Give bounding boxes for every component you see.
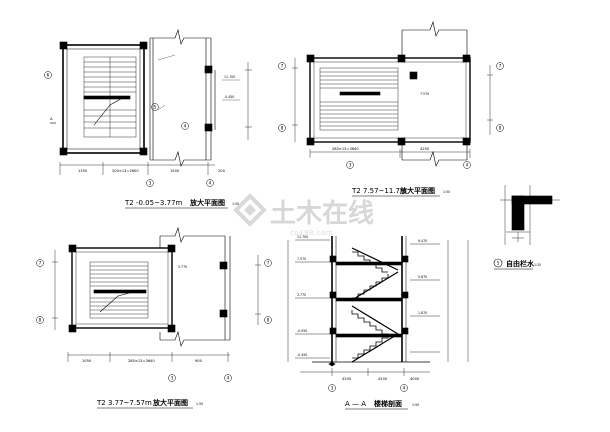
watermark: 土木在线 co188.com bbox=[233, 193, 374, 237]
plan-scale: 1:50 bbox=[196, 402, 203, 406]
plan-title: T2 3.77~7.57m bbox=[96, 399, 152, 407]
plan-top-right-labels: 7 8 7 8 3 4 280×13=3640 4200 7.570 T2 7.… bbox=[278, 62, 504, 197]
detail-title: 自由栏水 bbox=[506, 259, 535, 268]
watermark-text: 土木在线 bbox=[270, 199, 374, 229]
plan-title: T2 7.57~11.7m bbox=[351, 187, 407, 195]
elevation-text: 5.670 bbox=[418, 275, 427, 279]
dimension-text: 280×13=3640 bbox=[332, 147, 359, 151]
elevation-text: 3.770 bbox=[297, 293, 306, 297]
dimension-text: 1500 bbox=[170, 169, 180, 173]
axis-bubble: 4 bbox=[209, 181, 212, 186]
axis-bubble: 3 bbox=[149, 181, 152, 186]
plan-title-suffix: 放大平面图 bbox=[152, 398, 188, 407]
plan-title: T2 -0.05~3.77m bbox=[124, 199, 183, 207]
axis-bubble: 7 bbox=[39, 261, 42, 266]
axis-bubble: 3 bbox=[349, 163, 352, 168]
axis-bubble: 8 bbox=[499, 126, 502, 131]
elevation-text: 11.700 bbox=[224, 75, 235, 79]
axis-bubble: 3 bbox=[331, 386, 334, 391]
dimension-text: 900 bbox=[195, 359, 203, 363]
axis-bubble: 7 bbox=[499, 64, 502, 69]
stair-treads bbox=[89, 261, 149, 319]
axis-bubble: 6 bbox=[47, 73, 50, 78]
dimension-text: 4200 bbox=[342, 377, 352, 381]
axis-bubble: 7 bbox=[281, 64, 284, 69]
axis-bubble: 8 bbox=[281, 126, 284, 131]
axis-bubble: 3 bbox=[171, 376, 174, 381]
dimension-text: 200×13=2600 bbox=[112, 169, 139, 173]
dimension-text: 1050 bbox=[82, 359, 92, 363]
elevation-text: 9.470 bbox=[418, 239, 427, 243]
plan-scale: 1:50 bbox=[232, 202, 239, 206]
section-scale: 1:50 bbox=[412, 403, 419, 407]
elevation-text: -0.450 bbox=[224, 95, 234, 99]
section-title: A — A bbox=[345, 400, 366, 408]
axis-bubble: 8 bbox=[267, 318, 270, 323]
dimension-text: 4000 bbox=[410, 377, 420, 381]
elevation-text: 7.570 bbox=[297, 257, 306, 261]
elevation-text: -0.050 bbox=[297, 329, 307, 333]
dimension-text: 200 bbox=[218, 169, 226, 173]
elevation-text: 7.570 bbox=[420, 92, 429, 96]
elevation-text: 3.770 bbox=[178, 265, 187, 269]
stair-treads bbox=[319, 67, 399, 131]
stair-flights bbox=[351, 247, 399, 363]
section-title-suffix: 楼梯剖面 bbox=[374, 399, 402, 408]
watermark-subtext: co188.com bbox=[290, 229, 333, 237]
axis-bubble: 5 bbox=[154, 105, 157, 110]
watermark-logo-icon bbox=[233, 193, 267, 227]
dimension-text: 1350 bbox=[78, 169, 88, 173]
detail-scale: 1:20 bbox=[534, 263, 541, 267]
detail-number: 5 bbox=[497, 261, 500, 266]
axis-bubble: 7 bbox=[267, 261, 270, 266]
section-a-a-labels: 11.700 7.570 3.770 -0.050 -0.450 9.470 5… bbox=[297, 235, 427, 410]
plan-top-left-labels: 6 5 4 3 4 1350 200×13=2600 1500 200 11.7… bbox=[44, 71, 239, 209]
detail-5 bbox=[500, 185, 560, 245]
axis-bubble: 4 bbox=[403, 386, 406, 391]
elevation-text: -0.450 bbox=[297, 353, 307, 357]
plan-title-suffix: 放大平面图 bbox=[399, 186, 435, 195]
dimension-text: 4200 bbox=[420, 147, 430, 151]
elevation-text: 11.700 bbox=[297, 235, 308, 239]
dimension-text: 4200 bbox=[378, 377, 388, 381]
plan-scale: 1:50 bbox=[443, 190, 450, 194]
plan-bottom-left-labels: 7 8 7 8 3 4 1050 280×13=3640 900 3.770 T… bbox=[36, 259, 272, 409]
section-marker: A bbox=[50, 117, 53, 121]
section-a-a bbox=[287, 236, 469, 376]
dimension-text: 280×13=3640 bbox=[128, 359, 155, 363]
plan-title-suffix: 放大平面图 bbox=[189, 198, 225, 207]
plan-top-left bbox=[59, 28, 252, 175]
plan-top-right bbox=[292, 20, 493, 167]
axis-bubble: 4 bbox=[466, 163, 469, 168]
elevation-text: 1.870 bbox=[418, 311, 427, 315]
plan-bottom-left bbox=[52, 226, 261, 362]
axis-bubble: 8 bbox=[39, 318, 42, 323]
axis-bubble: 4 bbox=[184, 124, 187, 129]
detail-5-labels: 5 自由栏水 1:20 bbox=[493, 258, 541, 270]
axis-bubble: 4 bbox=[227, 376, 230, 381]
